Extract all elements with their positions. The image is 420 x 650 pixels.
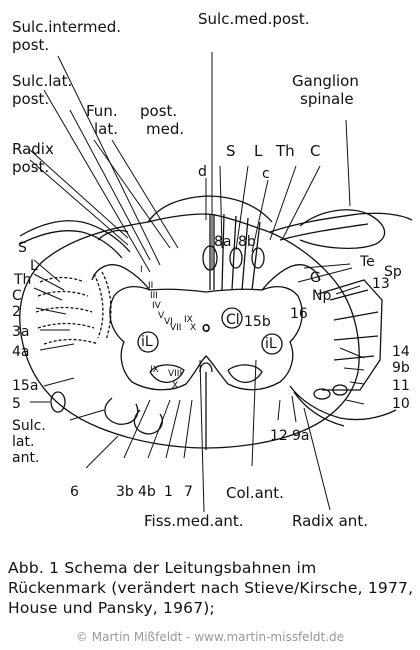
lamina-X-low: X	[172, 381, 178, 391]
label-4a: 4a	[12, 344, 30, 360]
label-sulc-intermed-post-2: post.	[12, 36, 49, 54]
lamina-IX: IX	[184, 315, 193, 325]
label-16: 16	[290, 306, 308, 322]
lamina-VIII: VIII	[168, 369, 182, 379]
radix-post-left	[19, 220, 131, 253]
label-sulc-lat-ant-2: lat.	[12, 434, 34, 450]
cord-outline	[19, 213, 360, 449]
label-d: d	[198, 164, 207, 180]
label-post: post.	[140, 102, 177, 120]
lamina-IX-low: IX	[150, 365, 159, 375]
radix-post-right	[269, 212, 413, 233]
copyright-notice: © Martin Mißfeldt - www.martin-missfeldt…	[75, 630, 345, 644]
label-radix-ant: Radix ant.	[292, 512, 368, 530]
label-col-ant: Col.ant.	[226, 484, 284, 502]
label-10: 10	[392, 396, 410, 412]
label-C-top: C	[310, 142, 320, 160]
label-Sp: Sp	[384, 264, 402, 280]
label-15a: 15a	[12, 378, 38, 394]
figure-caption: Abb. 1 Schema der Leitungsbahnen im Rück…	[8, 559, 414, 617]
label-6: 6	[70, 484, 79, 500]
label-S-top: S	[226, 142, 236, 160]
label-radix-post-2: post.	[12, 158, 49, 176]
label-c: c	[262, 166, 270, 182]
label-Te: Te	[359, 254, 375, 270]
label-13: 13	[372, 276, 390, 292]
label-med: med.	[146, 120, 184, 138]
label-5: 5	[12, 396, 21, 412]
tract-8a	[202, 245, 218, 271]
radix-ant-right	[289, 385, 397, 421]
lamina-III: III	[150, 291, 158, 301]
ganglion-spinale	[299, 209, 386, 249]
label-3b: 3b	[116, 484, 134, 500]
label-14: 14	[392, 344, 410, 360]
tract-8c	[251, 247, 265, 269]
label-3a: 3a	[12, 324, 30, 340]
label-Th-left: Th	[13, 272, 31, 288]
label-sulc-lat-ant: Sulc.	[12, 418, 46, 434]
label-Th-top: Th	[275, 142, 295, 160]
lamina-I: I	[140, 265, 143, 275]
label-1: 1	[164, 484, 173, 500]
label-11: 11	[392, 378, 410, 394]
lamina-II: II	[148, 281, 153, 291]
tract-14	[317, 279, 383, 391]
label-2: 2	[12, 304, 21, 320]
spinal-cord-diagram: Sulc.intermed. post. Sulc.med.post. Sulc…	[12, 10, 413, 530]
grey-matter	[109, 285, 303, 391]
lamina-V: V	[158, 311, 165, 321]
central-canal	[202, 324, 210, 332]
label-15b: 15b	[244, 314, 271, 330]
label-sulc-lat-post: Sulc.lat.	[12, 72, 72, 90]
label-7: 7	[184, 484, 193, 500]
tract-5	[50, 391, 66, 413]
lamina-VI: VI	[164, 317, 173, 327]
label-ganglion: Ganglion	[292, 72, 359, 90]
label-sulc-lat-ant-3: ant.	[12, 450, 39, 466]
posterior-horn-right	[261, 264, 321, 291]
label-G: G	[310, 270, 321, 286]
label-Cl: Cl	[226, 312, 240, 328]
lamina-VII: VII	[170, 323, 181, 333]
label-4b: 4b	[138, 484, 156, 500]
label-12: 12	[270, 428, 288, 444]
posterior-horn-left	[91, 264, 151, 291]
label-fiss-med-ant: Fiss.med.ant.	[144, 512, 244, 530]
label-o: o	[202, 320, 211, 336]
label-S-left: S	[18, 240, 27, 256]
lamina-X: X	[190, 323, 196, 333]
label-C-left: C	[12, 288, 22, 304]
label-radix-post: Radix	[12, 140, 54, 158]
label-spinale: spinale	[300, 90, 354, 108]
label-9b: 9b	[392, 360, 410, 376]
label-sulc-intermed-post: Sulc.intermed.	[12, 18, 121, 36]
label-sulc-lat-post-2: post.	[12, 90, 49, 108]
label-L-left: L	[30, 258, 38, 274]
tract-8b	[229, 247, 243, 269]
label-8b: 8b	[238, 234, 256, 250]
lamina-IV: IV	[152, 301, 162, 311]
label-8a: 8a	[214, 234, 232, 250]
label-sulc-med-post: Sulc.med.post.	[198, 10, 310, 28]
label-iL-right: iL	[265, 336, 277, 352]
label-iL-left: iL	[141, 334, 153, 350]
label-L-top: L	[254, 142, 263, 160]
label-9a: 9a	[292, 428, 310, 444]
label-fun-post: Fun.	[86, 102, 118, 120]
label-Np: Np	[312, 288, 331, 304]
label-fun-post-lat: lat.	[94, 120, 118, 138]
